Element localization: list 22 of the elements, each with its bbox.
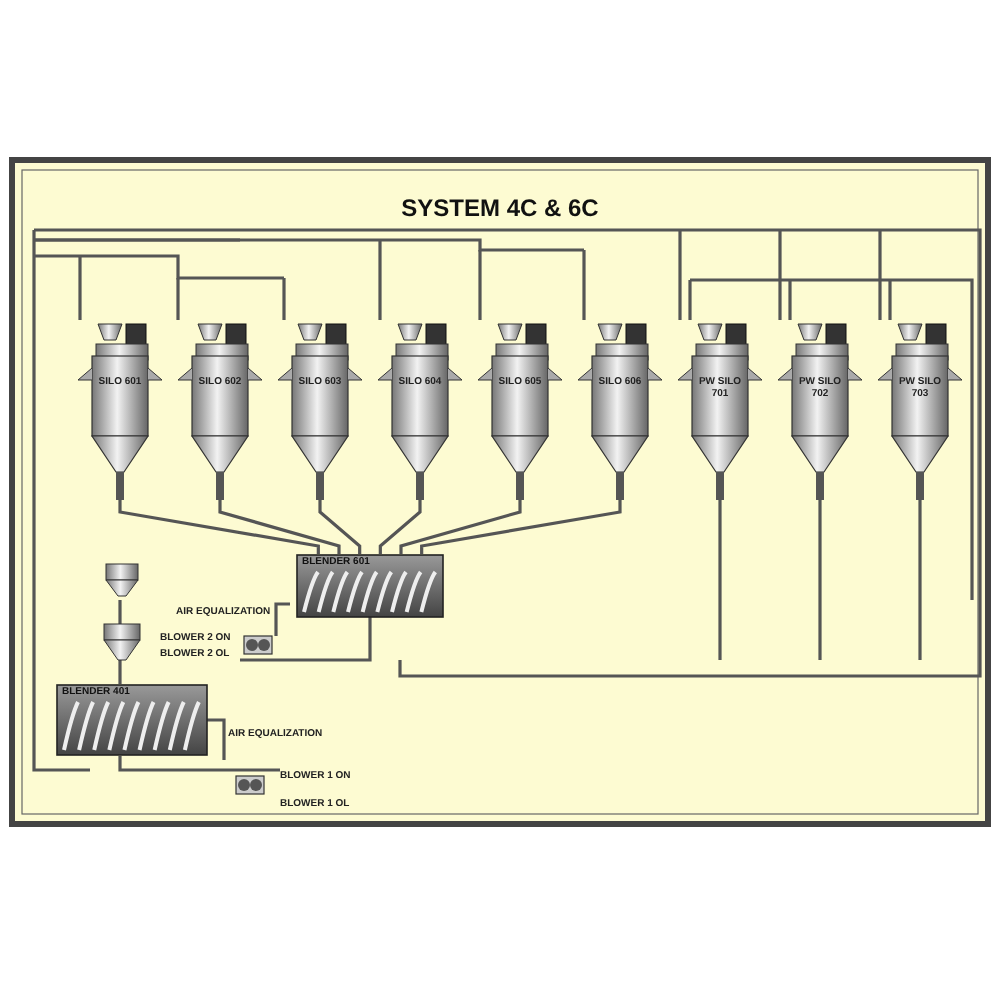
pipe-connector — [878, 230, 882, 320]
pipe-connector — [420, 500, 622, 554]
diagram-title: SYSTEM 4C & 6C — [401, 194, 599, 222]
pipe-connector — [678, 230, 682, 320]
pipe-connector — [688, 280, 692, 320]
pipe-connector — [399, 500, 522, 554]
pipe-connector — [718, 500, 722, 660]
pipe-connector — [78, 256, 82, 320]
pipe-connector — [318, 500, 362, 554]
pipe-connector — [818, 500, 822, 660]
pipe-connector — [778, 230, 782, 320]
pipe-connector — [118, 500, 320, 554]
pipe-connector — [888, 280, 892, 320]
pipe-connector — [582, 250, 586, 320]
pipe-connector — [176, 278, 180, 320]
pipe-connector — [378, 500, 422, 554]
pipe-connector — [788, 280, 792, 320]
pipe-connector — [218, 500, 341, 554]
pipe-connector — [378, 240, 382, 320]
pipe-connector — [282, 278, 286, 320]
pipe-connector — [918, 500, 922, 660]
pipe-connector — [478, 250, 482, 320]
